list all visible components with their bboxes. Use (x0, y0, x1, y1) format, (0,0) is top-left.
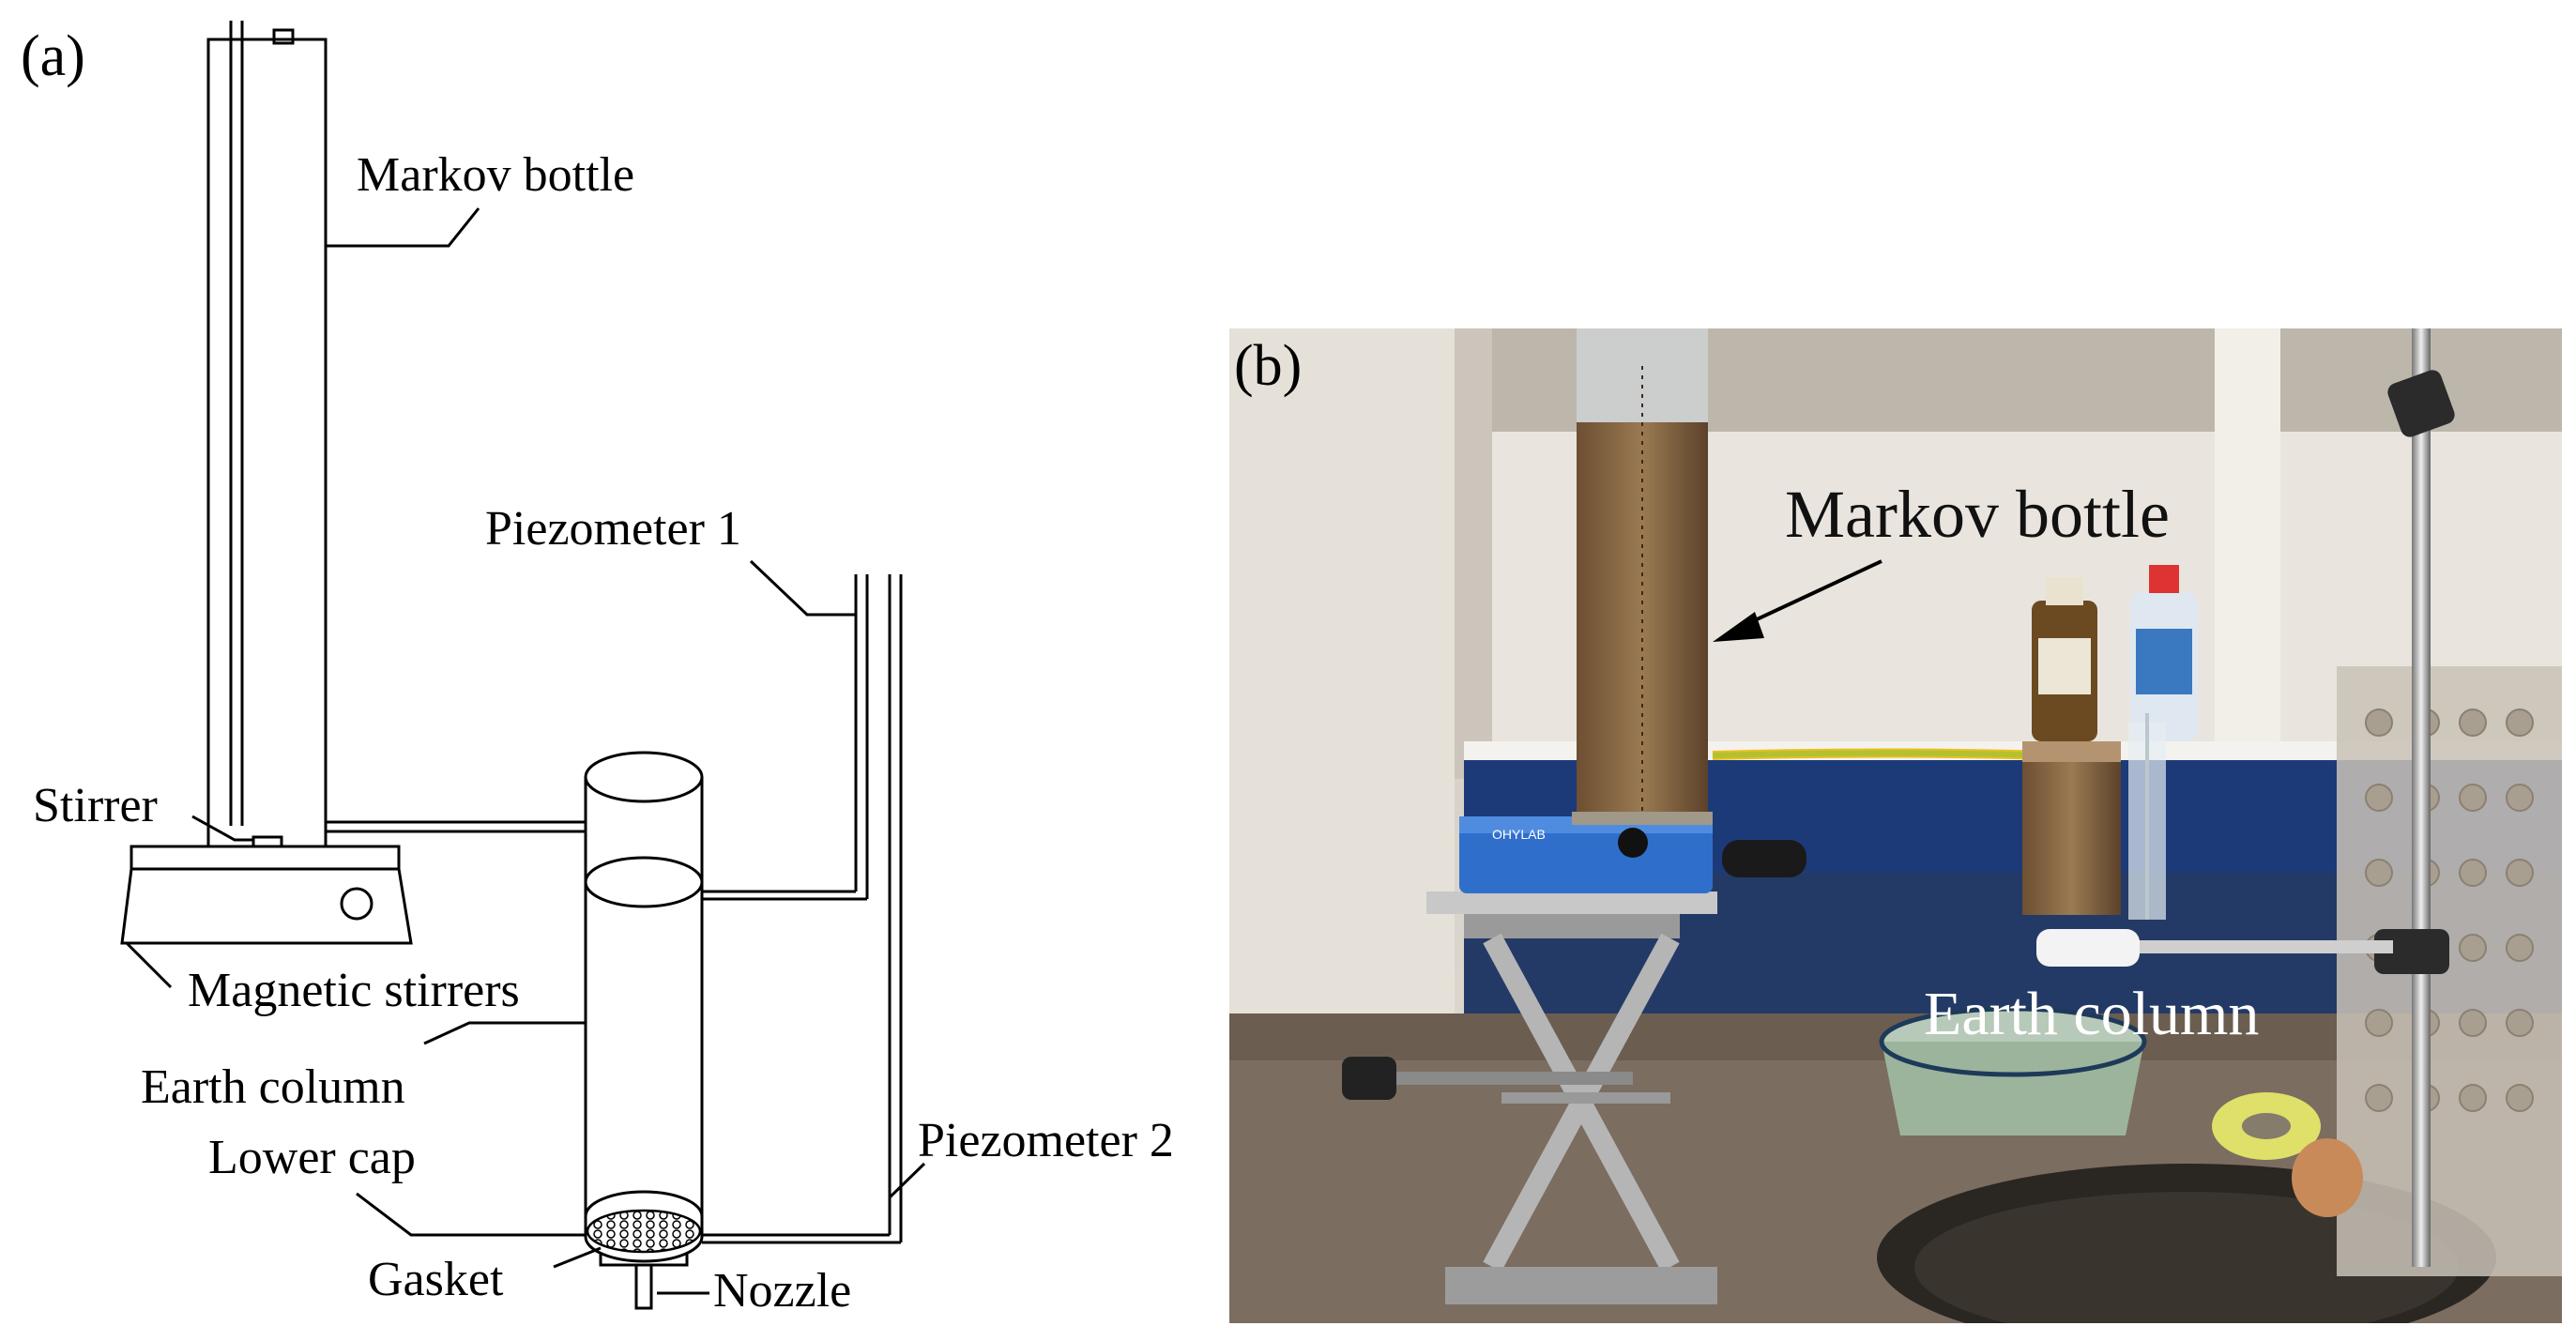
markov-bottle-arrow (1740, 559, 1882, 629)
lab-jack (1342, 891, 1717, 1304)
photo-label-earth-column: Earth column (1924, 980, 2259, 1048)
earth-column-drawing (584, 751, 704, 1310)
panel-a-label: (a) (21, 24, 85, 88)
magnetic-stirrer-device: OHYLAB (1459, 816, 1806, 893)
label-stirrer: Stirrer (33, 779, 158, 832)
markov-bottle-drawing (206, 21, 328, 848)
markov-bottle-photo (1572, 328, 1713, 825)
label-earth-column: Earth column (141, 1060, 405, 1114)
leader-lines (125, 207, 926, 1295)
piezometer-2-drawing (702, 574, 903, 1244)
panel-b-photo: OHYLAB (1229, 328, 2562, 1323)
stirrer-brand: OHYLAB (1492, 827, 1546, 842)
panel-b-label: (b) (1234, 334, 1302, 398)
photo-label-markov-bottle: Markov bottle (1785, 477, 2170, 552)
clamp-arm (2130, 940, 2393, 953)
label-magnetic-stirrers: Magnetic stirrers (188, 964, 520, 1017)
label-piezometer-1: Piezometer 1 (485, 502, 741, 556)
earth-column-photo (2022, 713, 2166, 920)
piezometer-1-drawing (702, 574, 869, 901)
panel-a-schematic: (a) (21, 21, 1174, 1318)
egg (2292, 1138, 2363, 1217)
retort-stand-pole (2412, 328, 2431, 1267)
label-piezometer-2: Piezometer 2 (918, 1114, 1174, 1167)
label-markov-bottle: Markov bottle (357, 148, 634, 202)
magnetic-stirrer-drawing (120, 835, 413, 945)
label-gasket: Gasket (368, 1253, 504, 1306)
label-lower-cap: Lower cap (208, 1131, 416, 1184)
label-nozzle: Nozzle (713, 1264, 851, 1318)
acrylic-board (2337, 666, 2562, 1276)
